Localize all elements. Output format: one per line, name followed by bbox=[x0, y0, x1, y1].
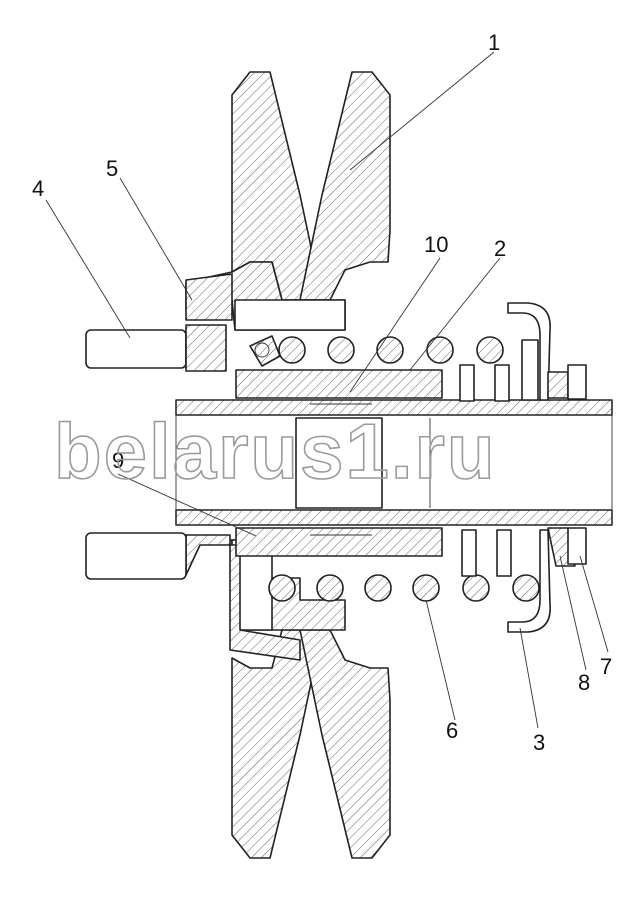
callout-5: 5 bbox=[106, 156, 118, 181]
stud-4 bbox=[85, 324, 227, 580]
seal-detail bbox=[249, 335, 281, 367]
callout-6: 6 bbox=[446, 718, 458, 743]
callout-4: 4 bbox=[32, 176, 44, 201]
callout-9: 9 bbox=[112, 448, 124, 473]
nut-7 bbox=[567, 364, 587, 565]
leader-lines bbox=[45, 51, 609, 729]
spring-6-upper bbox=[278, 336, 539, 402]
callout-labels: 1 2 3 4 5 6 7 8 9 10 bbox=[32, 30, 612, 755]
callout-7: 7 bbox=[600, 654, 612, 679]
shaft bbox=[175, 399, 613, 526]
callout-3: 3 bbox=[533, 730, 545, 755]
callout-2: 2 bbox=[494, 236, 506, 261]
spring-6-lower bbox=[268, 529, 540, 602]
callout-1: 1 bbox=[488, 30, 500, 55]
watermark-text: belarus1.ru bbox=[54, 407, 497, 495]
callout-10: 10 bbox=[424, 232, 448, 257]
sleeve-2 bbox=[235, 369, 443, 557]
callout-8: 8 bbox=[578, 670, 590, 695]
spring-cup-3 bbox=[507, 302, 551, 633]
bushing-5 bbox=[185, 273, 233, 321]
